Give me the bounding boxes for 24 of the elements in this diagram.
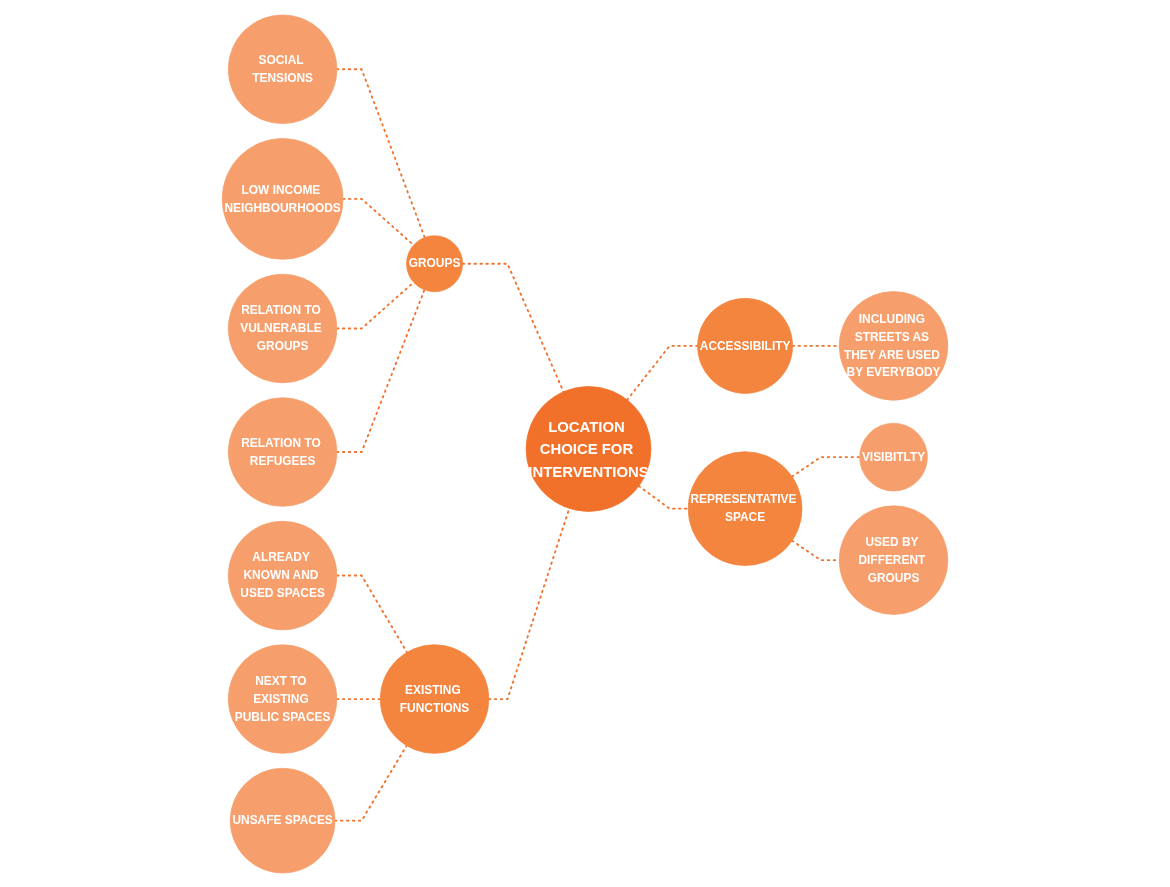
node-circle: USED BY DIFFERENT GROUPS	[838, 505, 949, 615]
node-circle: LOW INCOME NEIGHBOURHOODS	[221, 137, 344, 260]
node-circle: INCLUDING STREETS AS THEY ARE USED BY EVERYBODY	[838, 290, 949, 401]
node-circle: REPRESENTATIVE SPACE	[687, 450, 803, 566]
node-circle: RELATION TO VULNERABLE GROUPS	[227, 273, 338, 383]
node-circle: ACCESSIBILITY	[697, 297, 793, 394]
connector	[791, 455, 861, 477]
connector	[336, 574, 408, 653]
connector	[336, 67, 426, 238]
node-circle: UNSAFE SPACES	[229, 767, 336, 873]
node-circle: GROUPS	[406, 234, 463, 292]
connector	[336, 288, 426, 453]
connector	[334, 744, 408, 822]
connector	[336, 697, 382, 700]
connector	[626, 344, 699, 401]
node-circle: RELATION TO REFUGEES	[227, 396, 338, 507]
connector	[637, 484, 690, 510]
connector	[342, 197, 415, 246]
node-circle: NEXT TO EXISTING PUBLIC SPACES	[227, 643, 338, 754]
node-circle: ALREADY KNOWN AND USED SPACES	[227, 520, 338, 630]
node-circle: EXISTING FUNCTIONS	[379, 643, 490, 754]
node-circle: SOCIAL TENSIONS	[227, 14, 338, 124]
node-circle: LOCATION CHOICE FOR INTERVENTIONS	[525, 385, 652, 512]
node-circle: VISIBITLTY	[859, 422, 928, 491]
